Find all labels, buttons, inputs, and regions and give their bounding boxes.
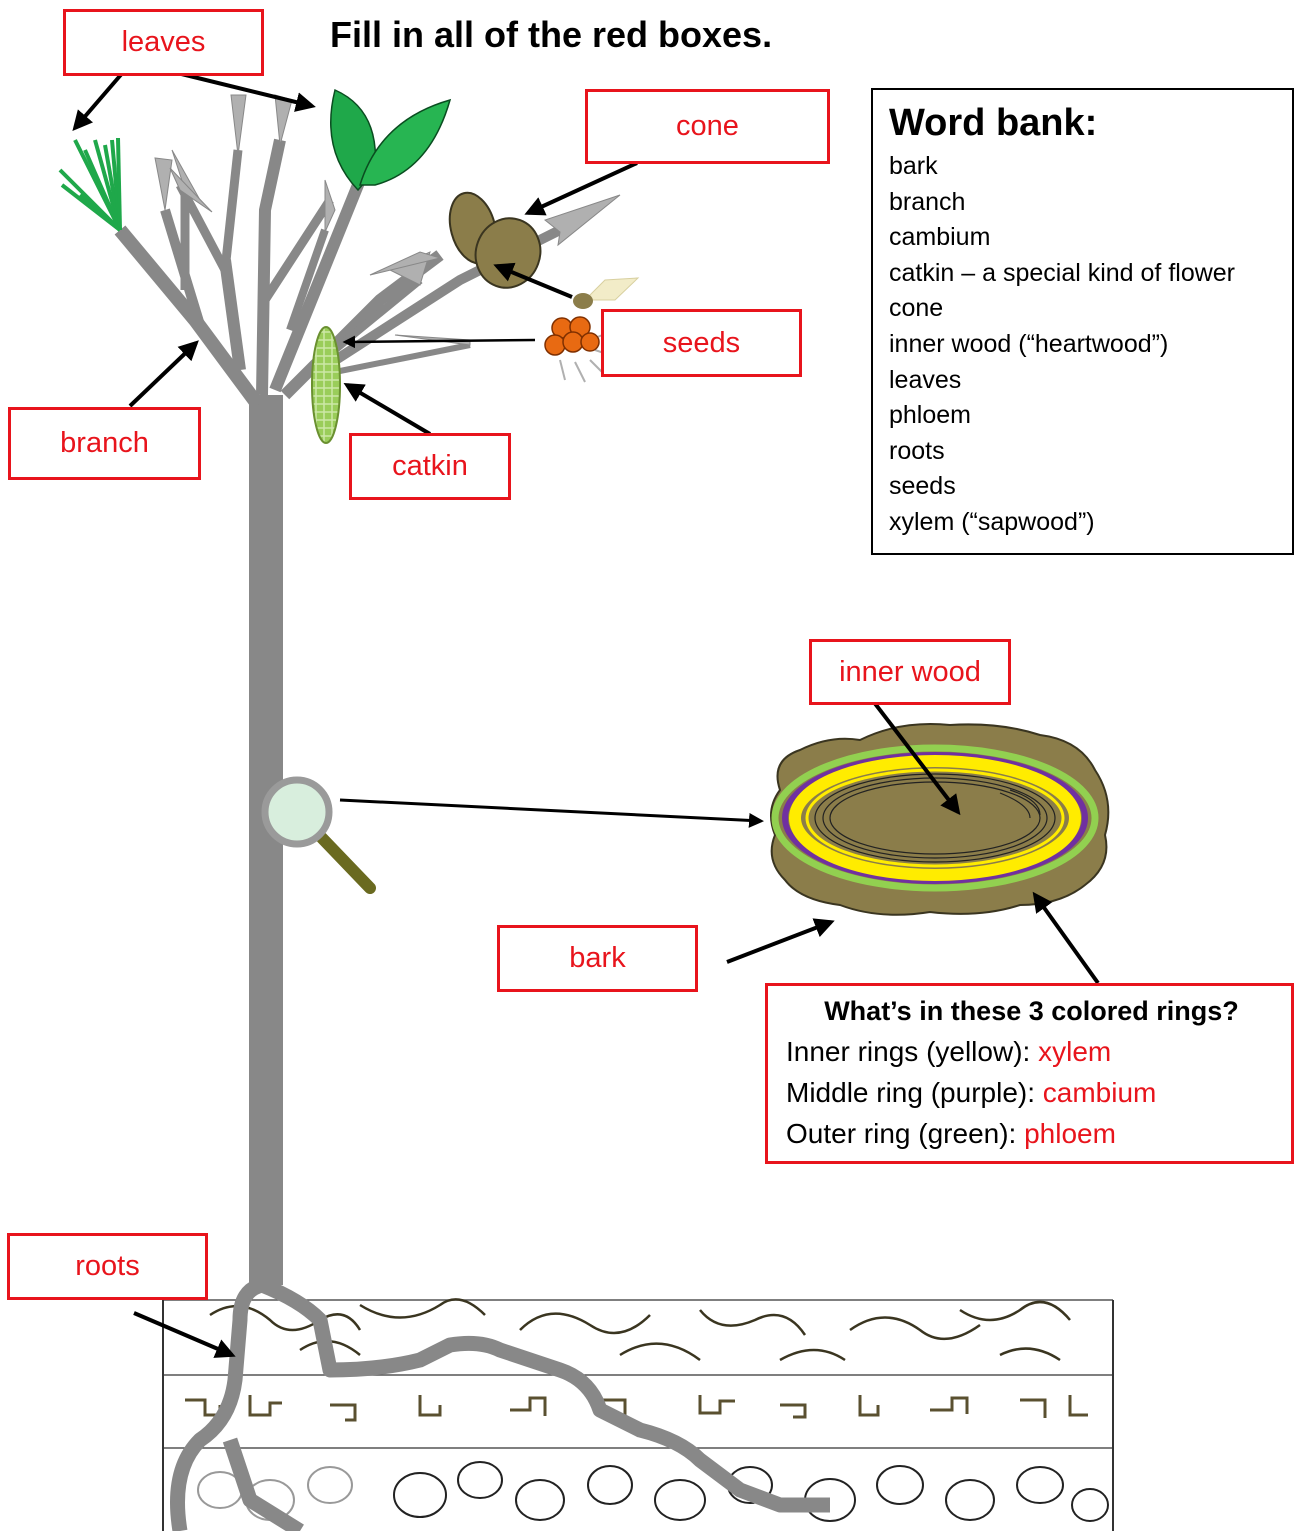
ring-row-outer: Outer ring (green): phloem [786,1113,1277,1154]
roots-drawing [170,1270,830,1531]
label-text: cone [676,110,739,142]
label-text: leaves [121,26,206,58]
label-text: inner wood [839,655,981,688]
ring-row-prefix: Middle ring (purple): [786,1077,1043,1108]
heartwood-rings [814,773,1056,863]
word-bank-item: cone [889,294,944,323]
word-bank-item: inner wood (“heartwood”) [889,329,1169,358]
tree-cross-section [770,723,1110,916]
ring-row-answer: phloem [1024,1118,1116,1149]
label-text: catkin [392,450,468,482]
rings-question: What’s in these 3 colored rings? [824,996,1239,1026]
phloem-ring [771,744,1099,892]
twig-layer [185,1395,1088,1422]
magnifying-glass-icon [261,776,376,894]
label-box-cone[interactable]: cone [585,89,830,164]
rings-question-box[interactable]: What’s in these 3 colored rings? Inner r… [765,983,1294,1164]
label-box-bark[interactable]: bark [497,925,698,992]
label-box-seeds[interactable]: seeds [601,309,802,377]
label-arrows [72,66,1100,1358]
label-box-leaves[interactable]: leaves [63,9,264,76]
word-bank-item: roots [889,436,945,465]
xylem-rings [789,755,1081,881]
bud-tips [154,94,621,346]
cones [448,191,542,289]
label-text: seeds [662,326,741,359]
word-bank-list: bark branch cambium catkin – a special k… [889,149,1276,541]
ring-row-prefix: Inner rings (yellow): [786,1036,1039,1067]
ring-row-middle: Middle ring (purple): cambium [786,1072,1277,1113]
winged-seed [573,277,640,309]
label-text: roots [75,1250,140,1282]
label-box-branch[interactable]: branch [8,407,201,480]
tree-trunk-and-branches [114,138,563,1285]
label-box-catkin[interactable]: catkin [349,433,511,500]
word-bank: Word bank: bark branch cambium catkin – … [871,88,1294,555]
ring-row-answer: cambium [1042,1077,1157,1108]
label-box-roots[interactable]: roots [7,1233,208,1300]
leaf-litter-layer [209,1298,1071,1362]
label-text: branch [60,427,149,459]
ring-row-prefix: Outer ring (green): [786,1118,1025,1149]
word-bank-item: catkin – a special kind of flower [889,258,1236,287]
word-bank-item: leaves [889,365,962,394]
rock-layer [197,1461,1109,1522]
page-title: Fill in all of the red boxes. [330,14,773,55]
needle-leaves [58,137,122,232]
ring-row-inner: Inner rings (yellow): xylem [786,1031,1277,1072]
catkin-flower [311,326,341,444]
word-bank-item: xylem (“sapwood”) [889,507,1095,536]
word-bank-item: phloem [889,401,971,430]
label-text: bark [569,942,626,974]
ring-row-answer: xylem [1038,1036,1112,1067]
soil-layers [162,1298,1114,1531]
word-bank-item: cambium [889,223,991,252]
seed-cluster [544,316,626,383]
word-bank-item: seeds [889,472,956,501]
word-bank-item: branch [889,187,966,216]
word-bank-heading: Word bank: [889,102,1098,144]
broad-leaves [330,88,452,192]
label-box-inner-wood[interactable]: inner wood [809,639,1011,705]
word-bank-item: bark [889,152,938,180]
